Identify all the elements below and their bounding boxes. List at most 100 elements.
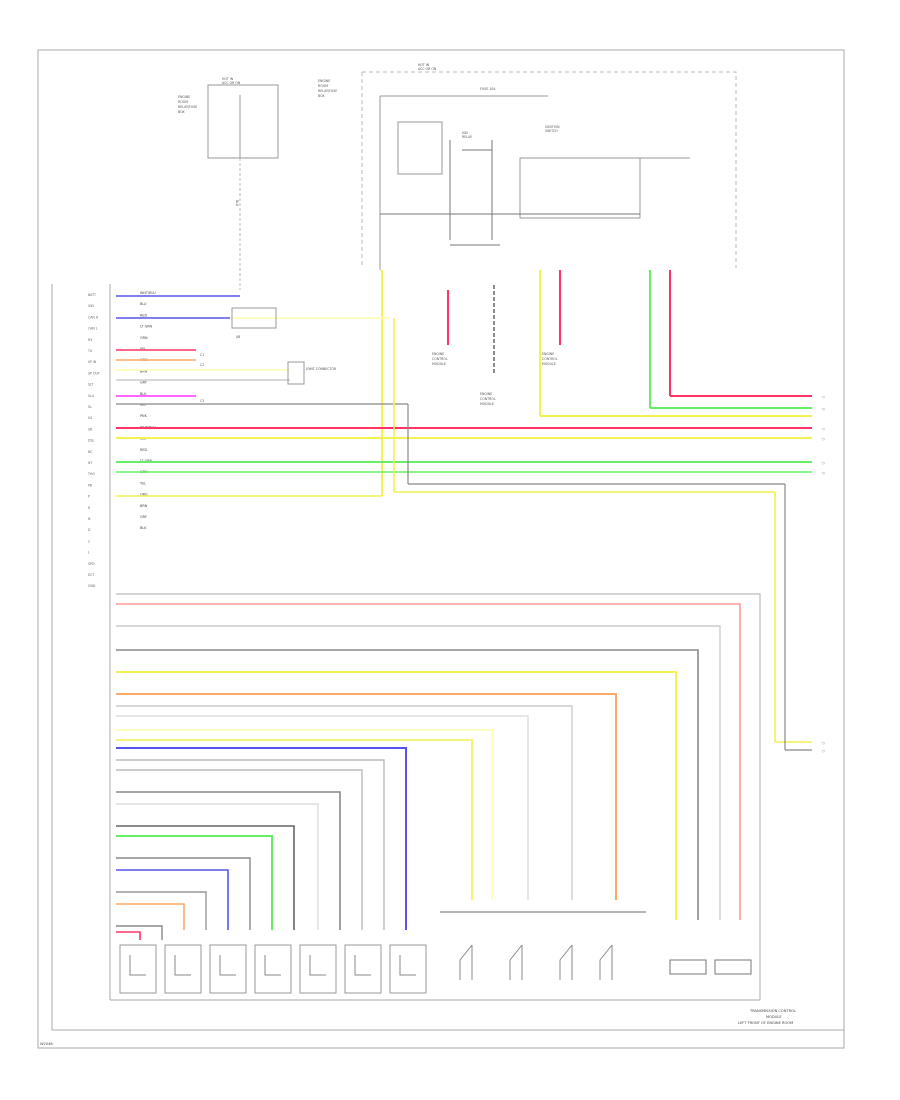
wire-color-label: GRN xyxy=(140,336,148,340)
svg-text:MODULE: MODULE xyxy=(480,402,494,406)
svg-text:MODULE: MODULE xyxy=(766,1015,782,1019)
svg-text:RELAY: RELAY xyxy=(462,135,472,139)
svg-text:ENGINE: ENGINE xyxy=(542,352,554,356)
pin-label: SPD xyxy=(88,562,95,566)
wire-color-label: GRY xyxy=(140,381,148,385)
pin-label: NC xyxy=(88,450,93,454)
solenoid-symbol xyxy=(219,955,236,976)
svg-text:RELAY/FUSE: RELAY/FUSE xyxy=(318,89,337,93)
bottom-connectors xyxy=(119,944,752,994)
svg-text:ENGINE: ENGINE xyxy=(432,352,444,356)
svg-text:ENGINE: ENGINE xyxy=(178,95,190,99)
solenoid-symbol xyxy=(174,955,191,976)
svg-text:MODULE: MODULE xyxy=(542,362,556,366)
svg-text:JOINT CONNECTOR: JOINT CONNECTOR xyxy=(305,367,337,371)
svg-text:ACC OR ON: ACC OR ON xyxy=(418,67,437,71)
svg-text:SWITCH: SWITCH xyxy=(545,129,558,133)
tcm-module xyxy=(51,284,844,1031)
connector-block xyxy=(299,944,337,994)
wire-color-label: ORG xyxy=(140,493,148,497)
solenoid-symbol xyxy=(264,955,281,976)
pin-label: CAN H xyxy=(88,315,99,319)
pin-label: SP OUT xyxy=(88,371,100,375)
svg-text:ENGINE: ENGINE xyxy=(480,392,492,396)
pin-label: SLT xyxy=(88,383,93,387)
svg-text:○: ○ xyxy=(822,437,825,441)
svg-text:IGNITION: IGNITION xyxy=(545,125,560,129)
svg-text:C1: C1 xyxy=(200,353,204,357)
svg-text:ENGINE: ENGINE xyxy=(318,79,330,83)
pin-label: N xyxy=(88,517,91,521)
wire-color-label: PNK xyxy=(140,414,148,418)
pin-label: L xyxy=(88,551,90,555)
connector-block xyxy=(209,944,247,994)
wire-color-label: BLU xyxy=(140,302,147,306)
ecm-label-left: ENGINE CONTROL MODULE xyxy=(432,352,448,366)
switch-symbol xyxy=(459,944,473,980)
svg-text:○: ○ xyxy=(822,407,825,411)
pin-label: D xyxy=(88,528,91,532)
wire-color-label: BLK xyxy=(140,392,147,396)
pin-label: ECT xyxy=(88,573,94,577)
pin-label: BATT xyxy=(88,293,96,297)
svg-text:○: ○ xyxy=(822,395,825,399)
svg-text:J/B: J/B xyxy=(235,335,240,339)
wire-color-label: BRN xyxy=(140,504,148,508)
horizontal-wires xyxy=(116,295,812,751)
wire-color-label: RED xyxy=(140,448,147,452)
pin-label: GND xyxy=(88,584,96,588)
ecm-label-right: ENGINE CONTROL MODULE xyxy=(542,352,558,366)
switch-symbol xyxy=(599,944,613,980)
ecm-label-mid: ENGINE CONTROL MODULE xyxy=(480,392,496,406)
svg-text:HOT IN: HOT IN xyxy=(418,63,430,67)
footer-labels: TRANSMISSION CONTROL MODULE LEFT FRONT O… xyxy=(40,1009,796,1046)
wire-color-label: GRY xyxy=(140,515,148,519)
pin-label: SL xyxy=(88,405,92,409)
pin-label: SR xyxy=(88,427,93,431)
svg-text:ACC OR ON: ACC OR ON xyxy=(222,81,241,85)
solenoid-symbol xyxy=(129,955,146,976)
solenoid-symbol xyxy=(399,955,416,976)
svg-text:ROOM: ROOM xyxy=(318,84,328,88)
diagram-frame xyxy=(37,49,845,1049)
svg-text:CONTROL: CONTROL xyxy=(480,397,496,401)
pin-label: SP IN xyxy=(88,360,97,364)
svg-text:CONTROL: CONTROL xyxy=(542,357,558,361)
svg-text:BLU: BLU xyxy=(235,200,239,207)
pin-label: SLU xyxy=(88,394,95,398)
pin-label: S4 xyxy=(88,416,92,420)
svg-text:○: ○ xyxy=(822,461,825,465)
wire-color-label: VIO xyxy=(140,403,146,407)
pin-label: NT xyxy=(88,461,92,465)
upper-left-connectors: J/B JOINT CONNECTOR C1 C2 C3 xyxy=(200,307,337,403)
switch-symbol xyxy=(509,944,523,980)
wire-color-label: YEL xyxy=(140,347,146,351)
sensor-block xyxy=(669,959,707,975)
svg-text:CONTROL: CONTROL xyxy=(432,357,448,361)
pin-label: P xyxy=(88,495,90,499)
svg-text:FUSE 10A: FUSE 10A xyxy=(480,87,496,91)
top-vertical-wires xyxy=(381,270,671,496)
wire-color-label: LT GRN xyxy=(140,325,153,329)
solenoid-symbol xyxy=(354,955,371,976)
svg-text:BOX: BOX xyxy=(318,94,325,98)
svg-text:○: ○ xyxy=(822,427,825,431)
pin-label: RX xyxy=(88,338,93,342)
svg-text:○: ○ xyxy=(822,749,825,753)
wire-color-label: YEL xyxy=(140,481,146,485)
connector-block xyxy=(119,944,157,994)
wire-color-label: WHT/BLU xyxy=(140,291,156,295)
svg-text:LEFT FRONT OF ENGINE ROOM: LEFT FRONT OF ENGINE ROOM xyxy=(738,1021,793,1025)
pin-label: THO xyxy=(87,472,95,476)
svg-text:BOX: BOX xyxy=(178,110,185,114)
top-left-fuse-box: HOT IN ACC OR ON ENGINE ROOM RELAY/FUSE … xyxy=(178,77,279,290)
pin-label: TX xyxy=(87,349,93,353)
svg-text:HOT IN: HOT IN xyxy=(222,77,234,81)
svg-text:C2: C2 xyxy=(200,363,204,367)
connector-block xyxy=(389,944,427,994)
wire-color-label: BLK xyxy=(140,526,147,530)
wire-color-label: RED xyxy=(140,313,147,317)
solenoid-symbol xyxy=(309,955,326,976)
sensor-block xyxy=(714,959,752,975)
